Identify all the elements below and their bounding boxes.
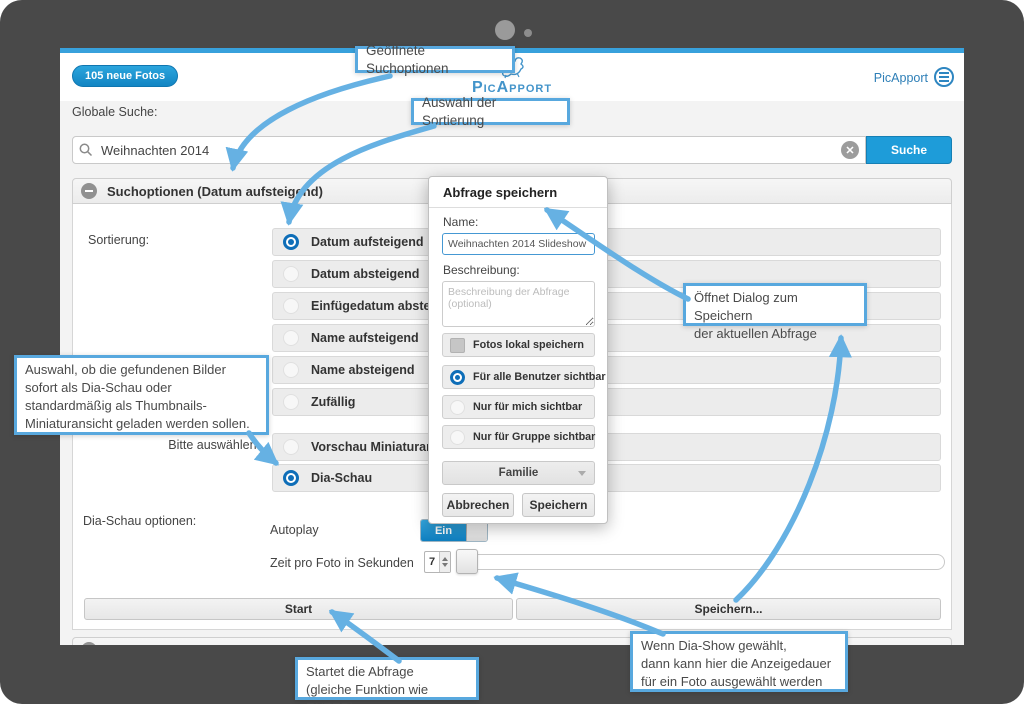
radio-icon [283, 330, 299, 346]
clear-search-icon[interactable]: ✕ [841, 141, 859, 159]
visibility-option-group[interactable]: Nur für Gruppe sichtbar [442, 425, 595, 449]
radio-icon [283, 298, 299, 314]
app-window: 105 neue Fotos PicApport PicApport Globa… [60, 48, 964, 645]
visibility-option-only-me[interactable]: Nur für mich sichtbar [442, 395, 595, 419]
search-options-title: Suchoptionen (Datum aufsteigend) [107, 183, 323, 199]
autoplay-label: Autoplay [270, 523, 319, 537]
expand-icon[interactable] [81, 642, 97, 645]
slideshow-options-label: Dia-Schau optionen: [83, 514, 197, 528]
radio-icon [450, 399, 465, 415]
spinner-down-icon[interactable] [442, 563, 448, 567]
callout-sort: Auswahl der Sortierung [411, 95, 570, 128]
save-query-dialog: Abfrage speichern Name: Beschreibung: Fo… [428, 176, 608, 524]
start-button[interactable]: Start [84, 598, 513, 620]
group-select-value: Familie [498, 467, 539, 479]
dialog-title: Abfrage speichern [443, 185, 558, 200]
radio-icon [283, 439, 299, 455]
chevron-down-icon [578, 471, 586, 476]
save-query-button[interactable]: Speichern... [516, 598, 941, 620]
dialog-cancel-button[interactable]: Abbrechen [442, 493, 514, 517]
camera-led-icon [524, 29, 532, 37]
collapse-icon[interactable] [81, 183, 97, 199]
app-logo-title: PicApport [471, 79, 553, 96]
dialog-save-local-checkbox[interactable]: Fotos lokal speichern [442, 333, 595, 357]
callout-search-options: Geöffnete Suchoptionen [355, 43, 515, 76]
callout-duration: Wenn Dia-Show gewählt, dann kann hier di… [630, 631, 848, 692]
group-select-dropdown[interactable]: Familie [442, 461, 595, 485]
new-photos-badge-label: 105 neue Fotos [85, 70, 166, 82]
dialog-save-button[interactable]: Speichern [522, 493, 595, 517]
spinner-stepper[interactable] [439, 552, 450, 572]
search-input[interactable] [72, 136, 866, 164]
radio-icon [283, 266, 299, 282]
bottom-section-header[interactable]: Dynamische Sammlungen [72, 637, 952, 645]
toggle-knob [466, 520, 487, 541]
duration-spinner[interactable]: 7 [424, 551, 451, 573]
radio-icon [283, 362, 299, 378]
search-button-label: Suche [890, 143, 927, 157]
start-button-label: Start [284, 602, 313, 616]
autoplay-toggle-state: Ein [421, 520, 466, 541]
dialog-title-divider [429, 207, 607, 208]
view-mode-label: Bitte auswählen: [168, 438, 260, 452]
radio-icon [283, 394, 299, 410]
callout-view-mode: Auswahl, ob die gefundenen Bilder sofort… [14, 355, 269, 435]
sort-label: Sortierung: [88, 233, 150, 247]
checkbox-icon [450, 337, 465, 353]
save-query-button-label: Speichern... [694, 602, 763, 616]
spinner-up-icon[interactable] [442, 557, 448, 561]
dialog-description-textarea[interactable] [442, 281, 595, 327]
dialog-name-label: Name: [443, 215, 479, 229]
radio-icon [450, 369, 465, 385]
global-search-label: Globale Suche: [72, 105, 158, 119]
search-icon [78, 142, 94, 158]
callout-save-dialog: Öffnet Dialog zum Speichern der aktuelle… [683, 283, 867, 341]
radio-icon [283, 470, 299, 486]
hamburger-menu-icon[interactable] [934, 67, 954, 87]
dialog-name-input[interactable] [442, 233, 595, 255]
radio-icon [283, 234, 299, 250]
duration-slider-handle[interactable] [456, 549, 478, 574]
duration-slider-track[interactable] [456, 554, 945, 570]
callout-start: Startet die Abfrage (gleiche Funktion wi… [295, 657, 479, 704]
bottom-section-title: Dynamische Sammlungen [107, 643, 269, 646]
visibility-option-all-users[interactable]: Für alle Benutzer sichtbar [442, 365, 606, 389]
duration-value: 7 [428, 556, 436, 568]
camera-icon [495, 20, 515, 40]
duration-label: Zeit pro Foto in Sekunden [270, 556, 414, 570]
radio-icon [450, 429, 465, 445]
new-photos-badge[interactable]: 105 neue Fotos [72, 65, 179, 87]
menu-button-label: PicApport [873, 71, 928, 85]
search-button[interactable]: Suche [866, 136, 952, 164]
dialog-description-label: Beschreibung: [443, 263, 520, 277]
